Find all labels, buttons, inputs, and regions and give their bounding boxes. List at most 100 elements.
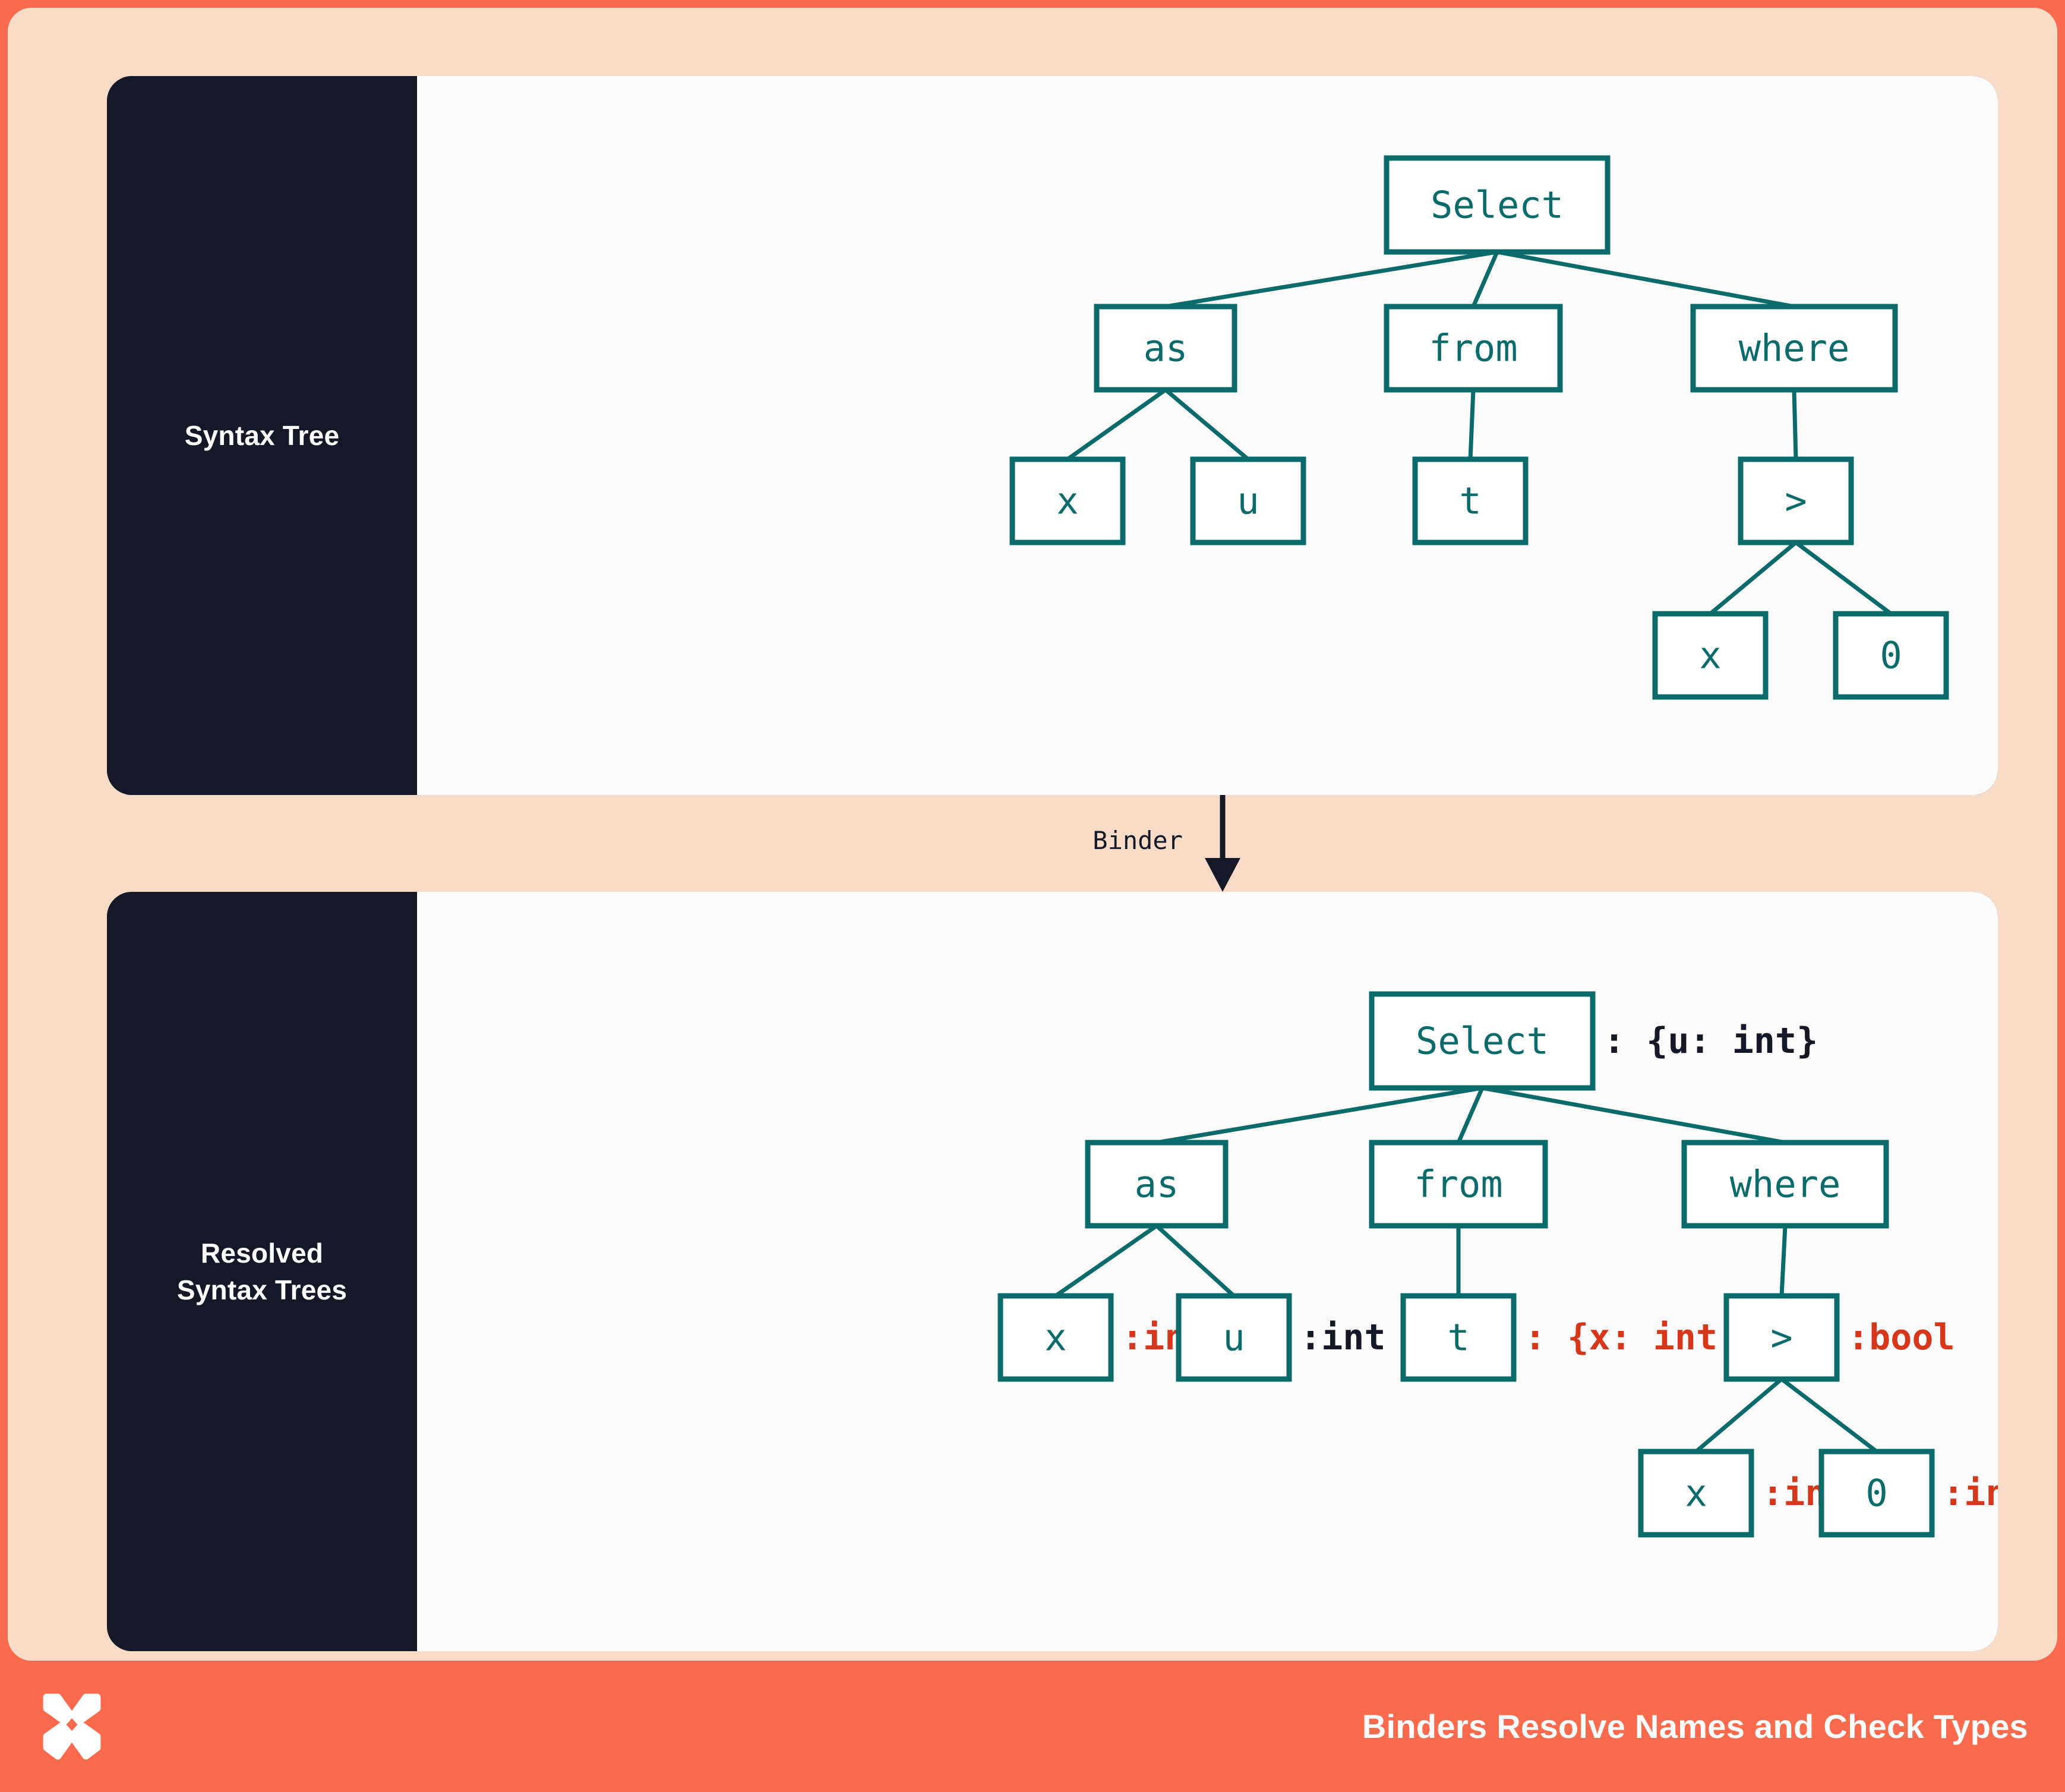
resolved-tree-edges	[1054, 1086, 1878, 1453]
syntax-tree-edge-as-as-x	[1066, 388, 1167, 461]
resolved-tree-node-label-as-x: x	[1044, 1316, 1066, 1359]
syntax-tree-node-box-from-t	[1412, 456, 1529, 545]
syntax-tree-edge-from-from-t	[1468, 389, 1476, 460]
label-line-2: Syntax Trees	[176, 1274, 348, 1305]
syntax-tree-node-as[interactable]: as	[1094, 304, 1237, 393]
syntax-tree-node-gt-x[interactable]: x	[1652, 611, 1769, 700]
resolved-tree-node-box-select	[1369, 991, 1596, 1091]
resolved-tree-edge-select-from	[1456, 1087, 1485, 1144]
syntax-tree-node-where[interactable]: where	[1690, 304, 1898, 393]
panel-syntax-tree-label: Syntax Tree	[107, 76, 417, 795]
syntax-tree-node-as-u[interactable]: u	[1190, 456, 1306, 545]
panel-syntax-tree: Syntax Tree Select as from where x u t > x 0	[107, 76, 1998, 795]
syntax-tree-edges	[1066, 250, 1893, 616]
resolved-tree-edge-as-as-u	[1155, 1224, 1236, 1298]
footer-bar: Binders Resolve Names and Check Types	[0, 1661, 2065, 1792]
resolved-tree-node-as-x[interactable]: x:int	[997, 1293, 1208, 1382]
syntax-tree-node-from-t[interactable]: t	[1412, 456, 1529, 545]
label-line-1: Resolved	[200, 1237, 324, 1269]
resolved-tree-node-label-gt-0: 0	[1865, 1472, 1887, 1515]
syntax-tree-edge-where-gt	[1792, 389, 1798, 460]
syntax-tree-node-label-from: from	[1429, 327, 1517, 370]
syntax-tree-node-box-select	[1384, 155, 1611, 255]
resolved-tree-node-box-gt-0	[1818, 1449, 1935, 1538]
resolved-tree-node-box-from	[1369, 1140, 1548, 1229]
syntax-tree-node-as-x[interactable]: x	[1009, 456, 1126, 545]
syntax-tree-node-box-as	[1094, 304, 1237, 393]
resolved-tree-node-label-where: where	[1730, 1163, 1841, 1206]
syntax-tree-node-box-as-x	[1009, 456, 1126, 545]
resolved-tree-edge-as-as-x	[1054, 1224, 1158, 1298]
syntax-tree-node-box-where	[1690, 304, 1898, 393]
resolved-tree-node-box-as-u	[1176, 1293, 1292, 1382]
panel-resolved-syntax-trees-label: Resolved Syntax Trees	[107, 892, 417, 1651]
resolved-tree-node-gt[interactable]: > :bool	[1723, 1293, 1955, 1382]
resolved-tree-node-box-from-t	[1400, 1293, 1517, 1382]
resolved-tree-node-box-as-x	[997, 1293, 1114, 1382]
syntax-tree-node-label-as: as	[1144, 327, 1188, 370]
syntax-tree-diagram: Select as from where x u t > x 0	[1009, 155, 1949, 700]
down-arrow-icon	[1205, 795, 1240, 892]
resolved-tree-node-box-as	[1085, 1140, 1229, 1229]
syntax-tree-node-gt[interactable]: >	[1738, 456, 1854, 545]
panel-syntax-tree-body: Select as from where x u t > x 0	[417, 76, 1998, 795]
syntax-tree-node-label-gt: >	[1785, 479, 1807, 523]
resolved-tree-edge-gt-gt-x	[1694, 1377, 1783, 1453]
syntax-tree-edge-select-from	[1471, 251, 1499, 308]
resolved-tree-node-as-u[interactable]: u :int	[1176, 1293, 1386, 1382]
resolved-tree-node-label-from-t: t	[1447, 1316, 1469, 1359]
resolved-tree-node-as[interactable]: as	[1085, 1140, 1229, 1229]
resolved-tree-node-where[interactable]: where	[1681, 1140, 1889, 1229]
resolved-tree-node-label-select: Select	[1416, 1020, 1549, 1063]
syntax-tree-node-label-gt-0: 0	[1880, 634, 1902, 677]
resolved-tree-node-label-as: as	[1135, 1163, 1179, 1206]
panel-resolved-syntax-trees-label-text: Resolved Syntax Trees	[177, 1235, 347, 1308]
syntax-tree-edge-select-as	[1165, 250, 1498, 309]
resolved-tree-annotation-gt: :bool	[1848, 1317, 1955, 1358]
syntax-tree-node-box-as-u	[1190, 456, 1306, 545]
resolved-tree-node-box-gt-x	[1638, 1449, 1754, 1538]
syntax-tree-node-label-from-t: t	[1459, 479, 1481, 523]
syntax-tree-edge-select-where	[1496, 250, 1795, 309]
syntax-tree-node-gt-0[interactable]: 0	[1833, 611, 1949, 700]
resolved-tree-node-box-gt	[1723, 1293, 1840, 1382]
syntax-tree-node-label-gt-x: x	[1699, 634, 1721, 677]
syntax-tree-node-label-as-u: u	[1237, 479, 1259, 523]
resolved-tree-edge-where-gt	[1779, 1225, 1788, 1296]
syntax-tree-node-box-from	[1384, 304, 1563, 393]
resolved-tree-annotation-gt-0: :int	[1943, 1472, 1998, 1514]
footer-title: Binders Resolve Names and Check Types	[1362, 1708, 2028, 1745]
poster-canvas: Syntax Tree Select as from where x u t > x 0 Bind…	[8, 8, 2057, 1661]
resolved-tree-annotation-select: : {u: int}	[1603, 1020, 1818, 1062]
binder-transition: Binder	[1018, 795, 1374, 893]
resolved-tree-annotation-as-u: :int	[1300, 1317, 1386, 1358]
binder-label: Binder	[1093, 826, 1183, 855]
resolved-tree-node-gt-x[interactable]: x:int	[1638, 1449, 1848, 1538]
syntax-tree-node-box-gt	[1738, 456, 1854, 545]
syntax-tree-edge-as-as-u	[1164, 388, 1250, 461]
resolved-tree-node-gt-0[interactable]: 0 :int	[1818, 1449, 1998, 1538]
resolved-tree-edge-select-where	[1482, 1086, 1786, 1145]
syntax-tree-node-from[interactable]: from	[1384, 304, 1563, 393]
syntax-tree-node-box-gt-0	[1833, 611, 1949, 700]
syntax-tree-node-box-gt-x	[1652, 611, 1769, 700]
syntax-tree-node-select[interactable]: Select	[1384, 155, 1611, 255]
syntax-tree-node-label-select: Select	[1431, 184, 1564, 227]
resolved-tree-node-from[interactable]: from	[1369, 1140, 1548, 1229]
resolved-tree-edge-select-as	[1156, 1086, 1483, 1145]
syntax-tree-node-label-where: where	[1739, 327, 1850, 370]
syntax-tree-node-label-as-x: x	[1056, 479, 1078, 523]
panel-resolved-syntax-trees: Resolved Syntax Trees Select : {u: int} as…	[107, 892, 1998, 1651]
resolved-tree-node-label-gt: >	[1770, 1316, 1792, 1359]
resolved-tree-node-box-where	[1681, 1140, 1889, 1229]
resolved-tree-node-label-from: from	[1414, 1163, 1502, 1206]
syntax-tree-edge-gt-gt-0	[1794, 541, 1893, 616]
company-x-logo	[43, 1693, 101, 1759]
resolved-tree-node-select[interactable]: Select : {u: int}	[1369, 991, 1818, 1091]
resolved-tree-node-label-gt-x: x	[1685, 1472, 1707, 1515]
panel-syntax-tree-label-text: Syntax Tree	[184, 419, 340, 451]
resolved-tree-node-label-as-u: u	[1223, 1316, 1245, 1359]
